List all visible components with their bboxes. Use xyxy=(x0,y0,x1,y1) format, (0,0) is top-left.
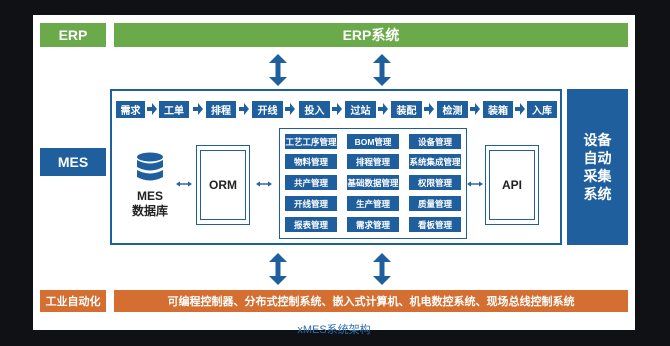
module-tile: 工艺工序管理 xyxy=(285,134,337,149)
diagram-caption: xMES系统架构 xyxy=(297,324,371,336)
module-tile: 需求管理 xyxy=(347,217,399,232)
device-collection-line: 自动 xyxy=(583,150,612,166)
double-arrow-icon xyxy=(269,253,287,285)
module-tile: 共产管理 xyxy=(285,175,337,190)
flow-step: 工单 xyxy=(159,101,189,118)
double-arrow-icon xyxy=(373,54,391,86)
database-label: MES xyxy=(136,188,163,203)
module-tile: 系统集成管理 xyxy=(409,154,461,169)
flow-step: 排程 xyxy=(206,101,236,118)
flow-step: 需求 xyxy=(116,101,145,118)
api-inner xyxy=(489,150,535,220)
module-tile: 物料管理 xyxy=(285,154,337,169)
right-arrow-icon xyxy=(424,103,434,115)
connector-arrow-icon xyxy=(467,181,483,187)
flow-step: 投入 xyxy=(299,101,330,118)
module-tile: 排程管理 xyxy=(347,154,399,169)
automation-label: 工业自动化 xyxy=(40,290,106,312)
right-arrow-icon xyxy=(470,103,480,115)
double-arrow-icon xyxy=(269,54,287,86)
right-arrow-icon xyxy=(332,103,342,115)
device-collection-line: 采集 xyxy=(583,168,612,184)
module-tile: 报表管理 xyxy=(285,217,337,232)
orm-label: ORM xyxy=(209,178,237,192)
module-tile: 开线管理 xyxy=(285,196,337,211)
api-label: API xyxy=(501,178,522,192)
right-arrow-icon xyxy=(239,103,249,115)
erp-label: ERP xyxy=(40,23,106,47)
module-tile: 质量管理 xyxy=(409,196,461,211)
right-arrow-icon xyxy=(515,103,525,115)
device-collection-line: 系统 xyxy=(583,186,612,202)
right-arrow-icon xyxy=(193,103,203,115)
erp-system-bar: ERP系统 xyxy=(114,23,628,47)
flow-step: 装配 xyxy=(391,101,422,118)
database-icon xyxy=(137,152,163,181)
flow-step: 装箱 xyxy=(483,101,513,118)
flow-step: 开线 xyxy=(252,101,283,118)
connector-arrow-icon xyxy=(256,181,272,187)
mes-label: MES xyxy=(40,148,106,176)
module-tile: 看板管理 xyxy=(409,217,461,232)
device-collection-system: 设备 自动 采集 系统 xyxy=(567,89,628,245)
right-arrow-icon xyxy=(378,103,388,115)
right-arrow-icon xyxy=(285,103,295,115)
device-collection-line: 设备 xyxy=(583,132,612,148)
double-arrow-icon xyxy=(373,253,391,285)
module-tile: 基础数据管理 xyxy=(347,175,399,190)
flow-step: 入库 xyxy=(527,101,557,118)
connector-arrow-icon xyxy=(176,181,192,187)
flow-step: 检测 xyxy=(437,101,468,118)
module-tile: BOM管理 xyxy=(347,134,399,149)
module-tile: 设备管理 xyxy=(409,134,461,149)
orm-inner xyxy=(200,150,246,220)
right-arrow-icon xyxy=(147,103,157,115)
automation-systems-bar: 可编程控制器、分布式控制系统、嵌入式计算机、机电数控系统、现场总线控制系统 xyxy=(114,290,628,312)
module-tile: 生产管理 xyxy=(347,196,399,211)
database-label: 数据库 xyxy=(131,204,168,218)
module-tile: 权限管理 xyxy=(409,175,461,190)
flow-step: 过站 xyxy=(345,101,376,118)
